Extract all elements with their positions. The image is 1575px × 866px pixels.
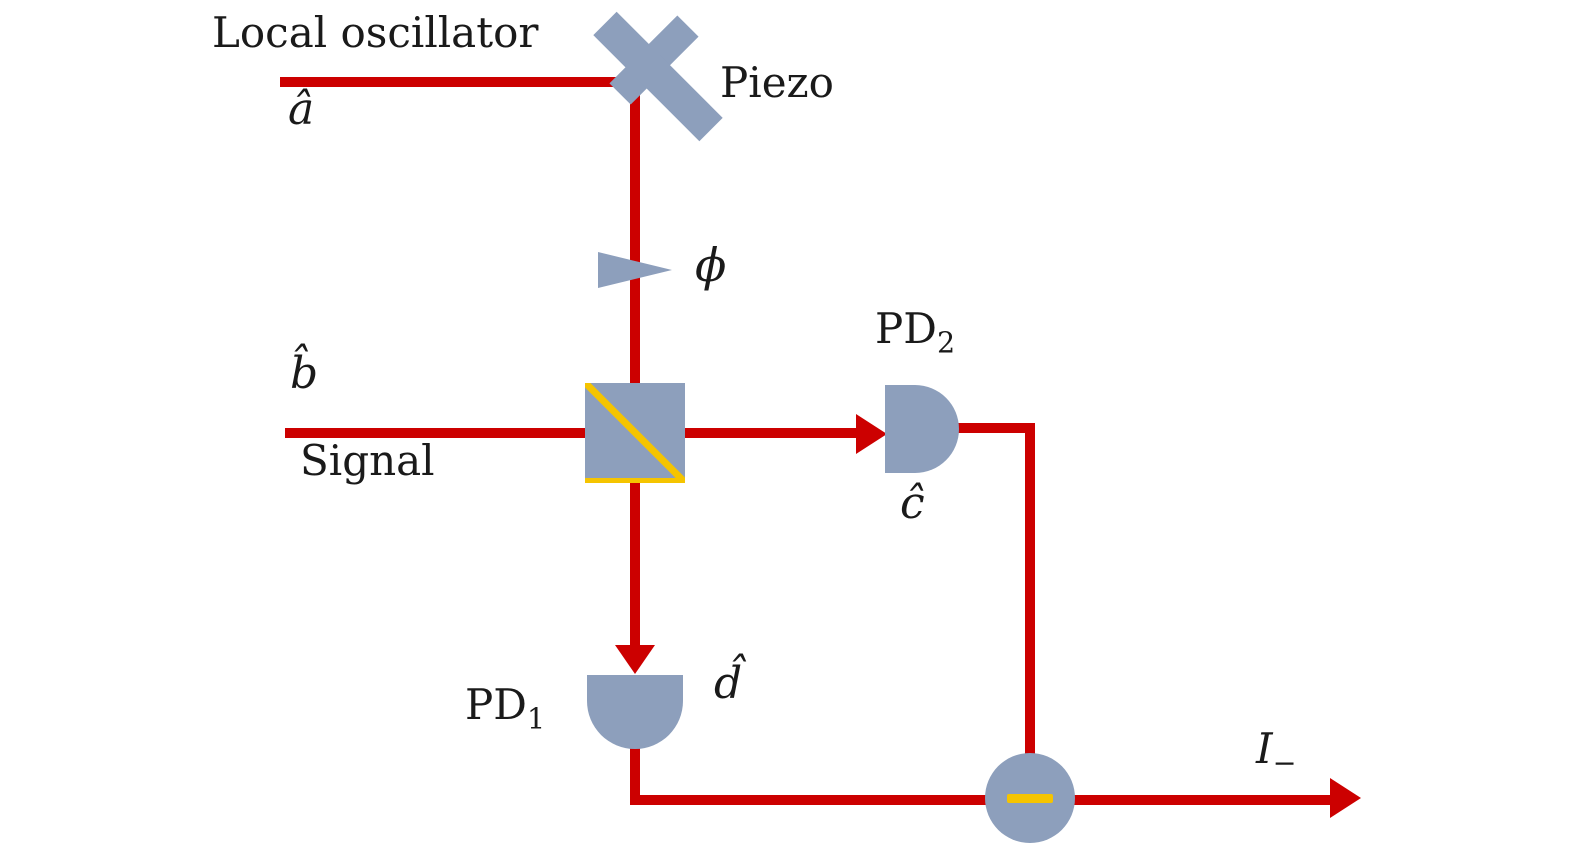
pd1-output-wire-horizontal [630, 795, 990, 805]
beamsplitter [585, 383, 685, 483]
pd2-label-sub: 2 [936, 325, 956, 360]
mode-b-label: b̂ [290, 348, 319, 399]
pd2-output-wire-vertical [1025, 423, 1035, 758]
mode-a-label: â [288, 84, 315, 135]
piezo-label: Piezo [720, 58, 834, 107]
pd2-label-text: PD [875, 304, 937, 353]
i-minus-label: I− [1256, 724, 1297, 780]
arrow-right-icon [856, 414, 887, 454]
output-arrow-right-icon [1330, 778, 1361, 818]
local-oscillator-beam-vertical [630, 77, 640, 648]
signal-label: Signal [300, 436, 435, 485]
i-minus-label-sub: − [1272, 745, 1297, 780]
pd1-output-wire-vertical [630, 745, 640, 805]
photodetector-pd1-icon [587, 675, 683, 749]
local-oscillator-beam-horizontal [280, 77, 650, 87]
minus-icon [1007, 793, 1053, 803]
phase-shifter-wedge-icon [598, 252, 672, 288]
photodetector-pd2-icon [885, 385, 959, 473]
phase-phi-label: ϕ [695, 238, 727, 292]
pd1-label-text: PD [465, 680, 527, 729]
pd2-output-wire-horizontal [950, 423, 1035, 433]
pd1-label: PD1 [465, 680, 546, 736]
beamsplitter-coating-icon [585, 478, 685, 483]
local-oscillator-label: Local oscillator [212, 8, 539, 57]
beamsplitter-diagonal-icon [585, 383, 685, 483]
subtractor-circle [985, 753, 1075, 843]
mode-c-label: ĉ [900, 478, 925, 529]
signal-beam-horizontal [285, 428, 858, 438]
mode-d-label: d̂ [714, 658, 743, 709]
arrow-down-icon [615, 645, 655, 674]
pd1-label-sub: 1 [526, 701, 546, 736]
i-minus-label-text: I [1256, 724, 1273, 773]
pd2-label: PD2 [875, 304, 956, 360]
difference-output-wire [1073, 795, 1333, 805]
